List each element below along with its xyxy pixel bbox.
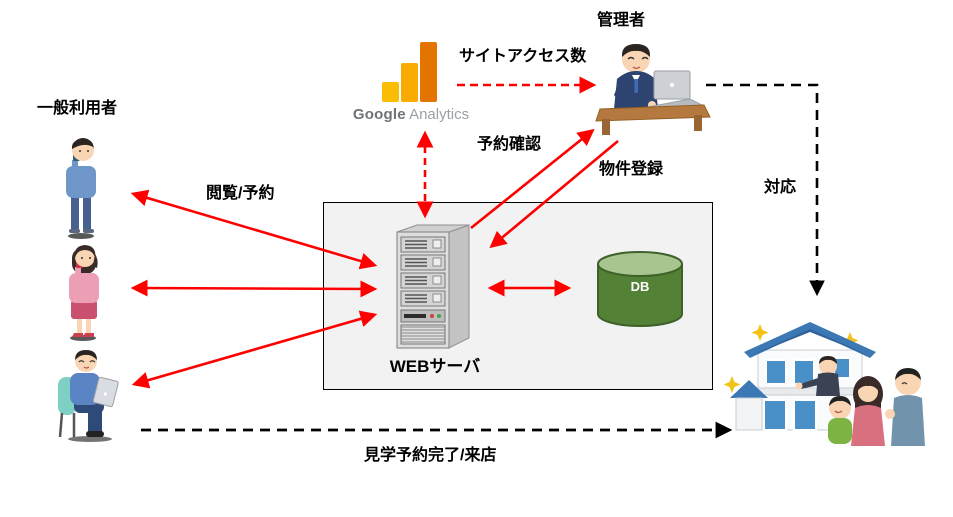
label-admin: 管理者 — [597, 12, 646, 29]
label-general-users: 一般利用者 — [37, 100, 118, 117]
ga-google-text: Google — [352, 106, 406, 123]
label-property-register: 物件登録 — [599, 161, 664, 178]
ga-analytics-text: Analytics — [405, 106, 470, 123]
server-tower-icon — [396, 224, 470, 349]
arrow-admin-response — [706, 83, 825, 297]
agent-figure — [795, 356, 840, 396]
label-response: 対応 — [764, 179, 797, 196]
woman-with-smartphone-illustration — [69, 245, 99, 341]
ga-wordmark: Google Analytics — [347, 106, 475, 123]
admin-at-laptop-illustration — [595, 44, 711, 135]
mother-figure — [851, 376, 885, 446]
house-tour-family-illustration — [723, 322, 925, 446]
label-browse-reserve: 閲覧/予約 — [206, 185, 275, 202]
man-with-smartphone-illustration — [66, 138, 96, 239]
father-figure — [885, 368, 925, 446]
ga-bar-short — [382, 82, 399, 102]
house-icon — [730, 322, 876, 431]
boy-figure — [828, 396, 852, 444]
label-visit-complete: 見学予約完了/来店 — [364, 447, 497, 464]
label-db: DB — [630, 279, 650, 294]
label-reserve-confirm: 予約確認 — [477, 136, 542, 153]
ga-bars-icon — [382, 42, 438, 102]
label-web-server: WEBサーバ — [389, 357, 481, 376]
label-site-access: サイトアクセス数 — [459, 48, 587, 65]
ga-bar-tall — [420, 42, 437, 102]
shadow — [68, 436, 112, 442]
db-cylinder-icon — [597, 251, 683, 327]
man-with-tablet-illustration — [58, 350, 119, 442]
ga-bar-medium — [401, 63, 418, 102]
shadow — [68, 233, 94, 239]
google-analytics-logo: Google Analytics — [347, 40, 475, 128]
